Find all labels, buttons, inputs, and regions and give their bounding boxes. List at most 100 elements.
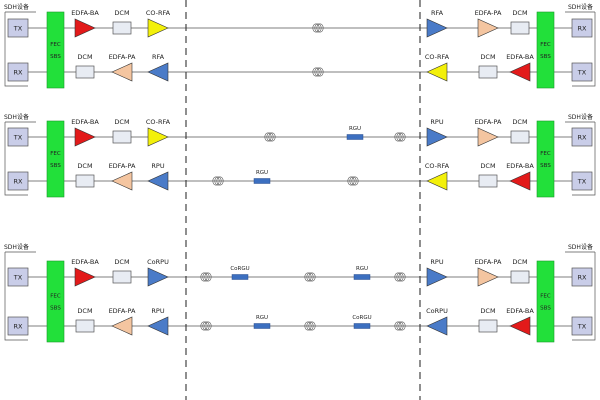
left-bottom-amplifier-label: RFA: [152, 53, 165, 61]
amplifier-triangle-icon: [111, 62, 133, 82]
right-top-dcm-label: DCM: [512, 9, 527, 17]
dcm-icon: [478, 319, 498, 333]
rx-label: RX: [14, 323, 24, 331]
left-bottom-amplifier-label: EDFA-PA: [109, 162, 136, 170]
amplifier-triangle-icon: [147, 127, 169, 147]
amplifier-triangle-icon: [147, 316, 169, 336]
amplifier-triangle-icon: [426, 127, 448, 147]
sdh-bracket: [4, 252, 28, 341]
amplifier-triangle-icon: [74, 127, 96, 147]
left-top-amplifier-label: CO-RFA: [146, 118, 171, 126]
fiber-coil-icon: [304, 272, 316, 282]
left-bottom-amplifier-label: EDFA-PA: [109, 307, 136, 315]
fec-label: FEC: [50, 42, 61, 48]
amplifier-triangle-icon: [147, 18, 169, 38]
sdh-equipment-label: SDH设备: [568, 243, 593, 251]
amplifier-triangle-icon: [426, 316, 448, 336]
rgu-label: RGU: [349, 126, 361, 132]
dcm-icon: [75, 319, 95, 333]
amplifier-triangle-icon: [426, 171, 448, 191]
right-top-amplifier-label: EDFA-PA: [475, 118, 502, 126]
amplifier-triangle-icon: [74, 267, 96, 287]
right-bottom-amplifier-label: CO-RFA: [425, 53, 450, 61]
right-bottom-amplifier-label: CO-RFA: [425, 162, 450, 170]
fiber-coil-icon: [200, 272, 212, 282]
fec-sbs-module: [536, 11, 555, 89]
rgu-icon: [353, 274, 371, 280]
left-top-amplifier-label: CoRPU: [147, 258, 169, 266]
fiber-coil-icon: [304, 321, 316, 331]
dcm-icon: [75, 174, 95, 188]
rx-label: RX: [578, 25, 588, 33]
amplifier-triangle-icon: [477, 267, 499, 287]
left-bottom-dcm-label: DCM: [77, 307, 92, 315]
right-top-amplifier-label: RFA: [431, 9, 444, 17]
tx-box: [571, 171, 593, 191]
amplifier-triangle-icon: [426, 62, 448, 82]
dcm-icon: [112, 130, 132, 144]
left-top-amplifier-label: EDFA-BA: [71, 9, 99, 17]
sdh-bracket: [572, 12, 596, 87]
corgu-icon: [231, 274, 249, 280]
tx-label: TX: [13, 274, 23, 282]
rgu-icon: [346, 134, 364, 140]
left-top-amplifier-label: EDFA-BA: [71, 258, 99, 266]
right-top-amplifier-label: EDFA-PA: [475, 258, 502, 266]
rx-box: [7, 62, 29, 82]
tx-label: TX: [13, 134, 23, 142]
rgu-label: RGU: [256, 170, 268, 176]
sdh-bracket: [572, 122, 596, 196]
amplifier-triangle-icon: [477, 127, 499, 147]
fiber-coil-icon: [200, 321, 212, 331]
dcm-icon: [510, 270, 530, 284]
sdh-equipment-label: SDH设备: [4, 243, 29, 251]
left-top-amplifier-label: EDFA-BA: [71, 118, 99, 126]
dcm-icon: [478, 65, 498, 79]
fiber-coil-icon: [394, 132, 406, 142]
dcm-icon: [75, 65, 95, 79]
rx-box: [7, 316, 29, 336]
fec-sbs-module: [46, 120, 65, 198]
tx-label: TX: [577, 323, 587, 331]
sdh-bracket: [4, 122, 28, 196]
rx-box: [571, 127, 593, 147]
fec-label: FEC: [540, 151, 551, 157]
amplifier-triangle-icon: [509, 316, 531, 336]
fec-sbs-module: [46, 11, 65, 89]
amplifier-triangle-icon: [509, 171, 531, 191]
fiber-coil-icon: [312, 23, 324, 33]
fec-sbs-module: [536, 120, 555, 198]
left-top-amplifier-label: CO-RFA: [146, 9, 171, 17]
corgu-label: CoRGU: [230, 266, 249, 272]
rx-label: RX: [578, 134, 588, 142]
dcm-icon: [478, 174, 498, 188]
corgu-label: CoRGU: [352, 315, 371, 321]
tx-box: [7, 267, 29, 287]
tx-label: TX: [13, 25, 23, 33]
sdh-bracket: [572, 252, 596, 341]
amplifier-triangle-icon: [111, 316, 133, 336]
rgu-label: RGU: [356, 266, 368, 272]
right-bottom-amplifier-label: CoRPU: [426, 307, 448, 315]
rx-box: [571, 267, 593, 287]
tx-box: [571, 316, 593, 336]
right-bottom-amplifier-label: EDFA-BA: [506, 162, 534, 170]
fec-label: FEC: [50, 151, 61, 157]
rgu-label: RGU: [256, 315, 268, 321]
left-bottom-amplifier-label: RPU: [151, 162, 164, 170]
left-bottom-amplifier-label: RPU: [151, 307, 164, 315]
left-top-dcm-label: DCM: [114, 258, 129, 266]
fiber-coil-icon: [264, 132, 276, 142]
fiber-coil-icon: [394, 272, 406, 282]
right-top-amplifier-label: RPU: [430, 118, 443, 126]
left-bottom-dcm-label: DCM: [77, 53, 92, 61]
amplifier-triangle-icon: [426, 18, 448, 38]
tx-label: TX: [577, 178, 587, 186]
amplifier-triangle-icon: [477, 18, 499, 38]
fec-sbs-module: [46, 260, 65, 343]
amplifier-triangle-icon: [147, 62, 169, 82]
amplifier-triangle-icon: [74, 18, 96, 38]
sbs-label: SBS: [540, 306, 551, 312]
amplifier-triangle-icon: [111, 171, 133, 191]
sbs-label: SBS: [540, 54, 551, 60]
